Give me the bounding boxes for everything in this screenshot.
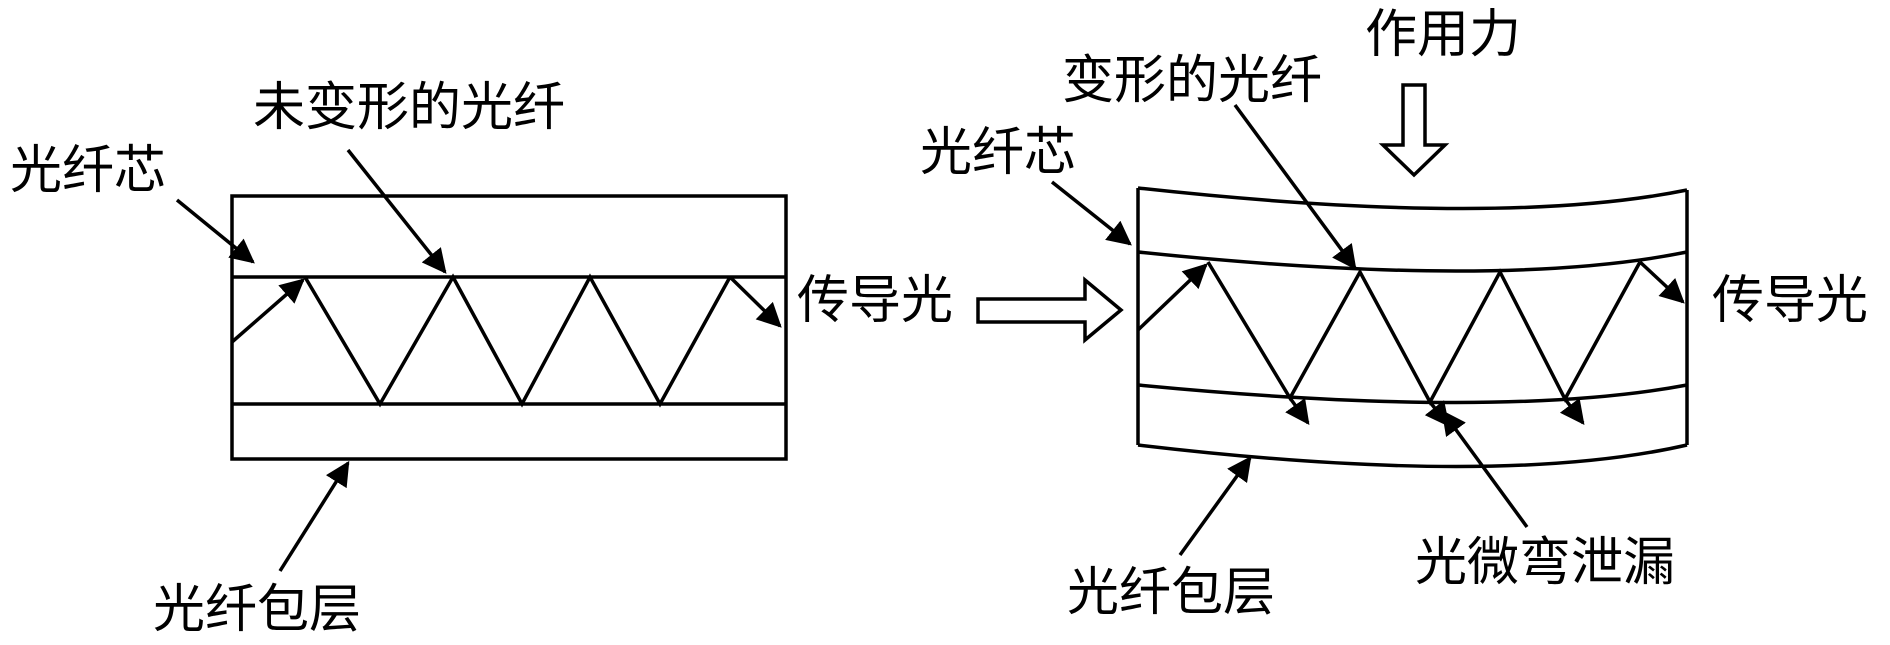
microbend-leak-pointer bbox=[1441, 410, 1529, 529]
deformed-light-entry-arrow bbox=[1136, 263, 1208, 332]
deformed-fiber bbox=[1136, 186, 1689, 469]
undeformed-light-ray bbox=[303, 273, 732, 408]
deformed-fiber-label: 变形的光纤 bbox=[1062, 51, 1322, 111]
left-cladding-label: 光纤包层 bbox=[153, 580, 361, 640]
undeformed-fiber-outline bbox=[230, 194, 788, 461]
deformed-light-exit-arrow bbox=[1638, 260, 1685, 304]
right-guided-light-label: 传导光 bbox=[1712, 271, 1868, 331]
right-core-label: 光纤芯 bbox=[920, 123, 1076, 183]
deformed-core-bottom-boundary bbox=[1137, 383, 1688, 405]
force-label: 作用力 bbox=[1365, 5, 1521, 65]
undeformed-light-exit-arrow bbox=[728, 275, 782, 328]
deformed-light-ray bbox=[1206, 261, 1642, 406]
undeformed-fiber-pointer bbox=[346, 148, 447, 274]
left-core-label: 光纤芯 bbox=[10, 141, 166, 201]
undeformed-fiber-label: 未变形的光纤 bbox=[253, 78, 565, 138]
left-guided-light-label: 传导光 bbox=[797, 271, 953, 331]
deformed-fiber-pointer bbox=[1233, 103, 1357, 270]
right-cladding-pointer bbox=[1178, 456, 1252, 557]
microbend-leak-label: 光微弯泄漏 bbox=[1415, 533, 1675, 593]
left-core-pointer bbox=[175, 198, 255, 264]
undeformed-light-entry-arrow bbox=[230, 278, 305, 344]
right-cladding-label: 光纤包层 bbox=[1067, 563, 1275, 623]
right-core-pointer bbox=[1050, 180, 1132, 246]
undeformed-fiber bbox=[230, 194, 788, 461]
deformed-fiber-bottom-edge bbox=[1137, 443, 1688, 469]
microbend-leak-arrow-3 bbox=[1559, 397, 1585, 425]
deformed-fiber-top-edge bbox=[1137, 186, 1688, 211]
left-cladding-pointer bbox=[278, 460, 350, 572]
microbend-leak-arrow-1 bbox=[1285, 396, 1310, 425]
transition-arrow bbox=[976, 276, 1124, 344]
force-arrow bbox=[1378, 83, 1450, 178]
deformed-core-top-boundary bbox=[1137, 250, 1688, 273]
